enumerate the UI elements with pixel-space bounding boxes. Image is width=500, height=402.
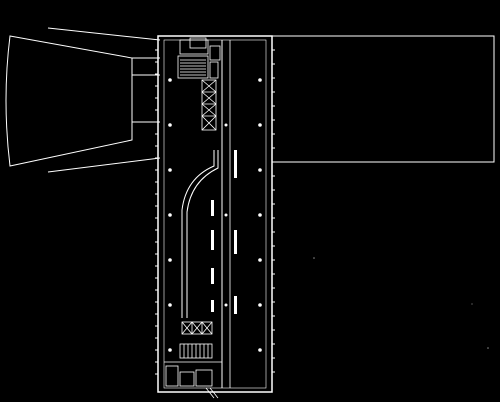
- service-room: [195, 369, 213, 387]
- column: [168, 348, 172, 352]
- shaft: [209, 61, 219, 79]
- column: [258, 123, 262, 127]
- ramp-edge-outer: [181, 150, 215, 318]
- columns: [168, 78, 262, 352]
- elevator-cars: [181, 321, 213, 335]
- window-ticks-left: [155, 49, 158, 375]
- stair-treads: [180, 59, 206, 76]
- service-room: [179, 39, 209, 55]
- right-wing-outline: [272, 35, 495, 163]
- left-wing: [5, 27, 161, 173]
- elevator-bank: [201, 79, 217, 131]
- column: [168, 303, 172, 307]
- entrance-steps: [205, 387, 219, 399]
- top-core: [177, 37, 221, 131]
- opening: [211, 268, 214, 284]
- column: [258, 348, 262, 352]
- bottom-core: [164, 321, 222, 399]
- column: [224, 123, 228, 127]
- main-strip-inner-wall: [163, 39, 267, 389]
- main-strip-outer-wall: [157, 35, 273, 393]
- ramp-edge-inner: [186, 150, 219, 318]
- window-ticks-right: [272, 49, 275, 373]
- main-strip: [157, 35, 273, 393]
- column: [258, 213, 262, 217]
- specks: [313, 257, 489, 349]
- corridor-openings: [211, 150, 237, 314]
- column: [258, 258, 262, 262]
- stair-block: [177, 55, 209, 79]
- opening: [211, 300, 214, 312]
- column: [168, 78, 172, 82]
- column: [224, 303, 228, 307]
- opening: [211, 230, 214, 250]
- left-wing-inner-outline: [47, 27, 161, 173]
- elevator-cars: [201, 79, 217, 131]
- service-room: [189, 37, 207, 49]
- left-wing-outer-outline: [5, 35, 133, 167]
- column: [224, 213, 228, 217]
- column: [168, 123, 172, 127]
- ramp: [181, 150, 219, 318]
- service-room: [179, 371, 195, 387]
- elevator-lobby: [181, 321, 213, 335]
- opening: [234, 230, 237, 254]
- column: [168, 168, 172, 172]
- opening: [234, 150, 237, 178]
- column: [258, 168, 262, 172]
- opening: [211, 200, 214, 216]
- service-room: [165, 365, 179, 387]
- opening: [234, 296, 237, 314]
- right-wing: [272, 35, 495, 163]
- column: [168, 213, 172, 217]
- column: [258, 78, 262, 82]
- stair-treads: [183, 344, 209, 358]
- service-room: [209, 45, 221, 61]
- column: [168, 258, 172, 262]
- column: [258, 303, 262, 307]
